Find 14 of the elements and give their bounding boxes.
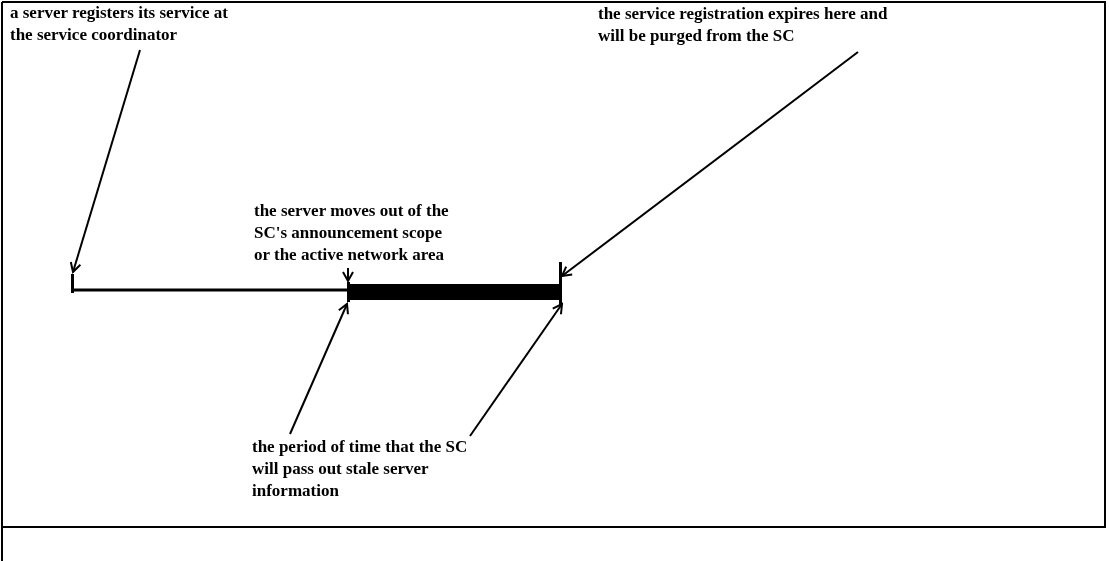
annotation-text: the service registration expires here and will be purged from the SC [598,3,898,47]
leader-arrow [469,303,563,437]
timeline-segment [74,288,347,292]
tick-mark [347,282,350,302]
timeline-segment [350,284,559,300]
annotation-text: a server registers its service at the service coordinator [10,2,242,46]
annotation-text: the server moves out of the SC's announcement scope or the active network area [254,200,454,266]
leader-arrow [289,303,349,435]
tick-mark [71,274,74,293]
leader-arrow [69,49,141,273]
leader-arrow [561,51,859,277]
annotation-text: the period of time that the SC will pass out stale server information [252,436,492,502]
tick-mark [559,262,562,306]
leader-arrow [342,267,354,282]
